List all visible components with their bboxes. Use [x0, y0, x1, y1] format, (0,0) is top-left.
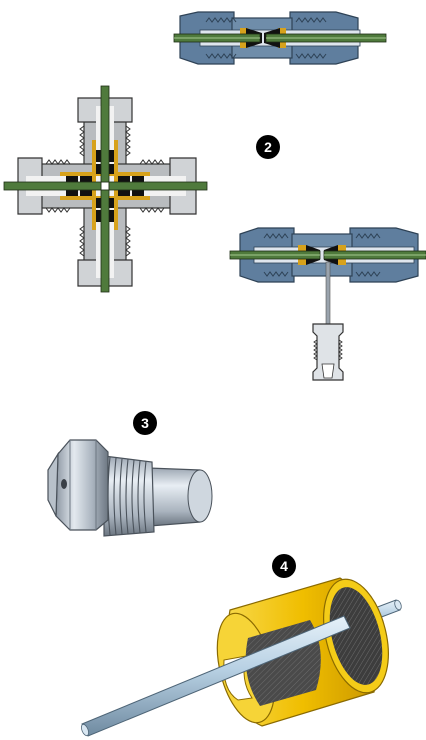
callout-label-4: 4 — [280, 558, 288, 574]
tube-cutter-tool — [81, 577, 402, 737]
cross-fitting-section — [3, 85, 208, 293]
callout-badge-3: 3 — [133, 411, 157, 435]
callout-label-3: 3 — [141, 415, 149, 431]
callout-badge-2: 2 — [256, 135, 280, 159]
callout-label-2: 2 — [264, 139, 272, 155]
union-fitting-section — [173, 11, 387, 65]
threaded-nut-part — [47, 439, 213, 537]
callout-badge-4: 4 — [272, 554, 296, 578]
tee-fitting-section — [229, 227, 426, 381]
